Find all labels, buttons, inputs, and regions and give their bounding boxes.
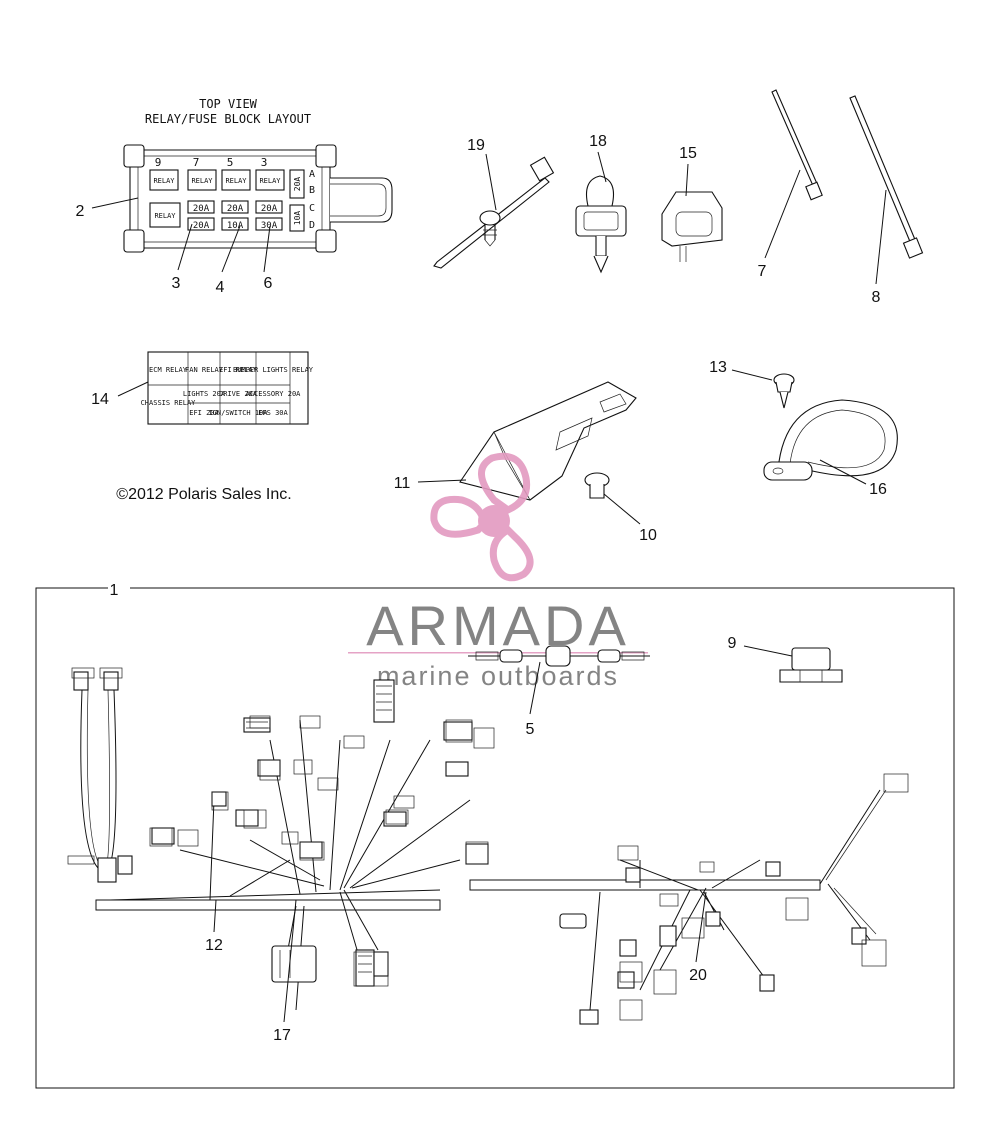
ft-efi-relay: EFI RELAY — [219, 366, 258, 374]
callout-3: 3 — [172, 275, 181, 292]
p-clamp — [763, 399, 898, 481]
ft-eps: EPS 30A — [258, 409, 288, 417]
relay-label-3: RELAY — [225, 177, 247, 185]
fuse-r2-2: 10A — [227, 221, 244, 231]
relay-label-1: RELAY — [153, 177, 175, 185]
ft-ecm: ECM RELAY — [149, 366, 188, 374]
diode-harness — [468, 645, 650, 667]
block-num-5: 5 — [227, 156, 234, 169]
callout-6: 6 — [264, 275, 273, 292]
block-num-3: 3 — [261, 156, 268, 169]
main-harness-left — [67, 671, 471, 1011]
ft-fan: FAN RELAY — [185, 366, 224, 374]
side-fuse-2: 10A — [293, 211, 302, 226]
callout-9: 9 — [728, 635, 737, 652]
block-num-7: 7 — [193, 156, 200, 169]
ft-accessory: ACCESSORY 20A — [246, 390, 302, 398]
push-rivet — [584, 472, 610, 499]
fuse-r2-3: 30A — [261, 221, 278, 231]
conduit-clip — [575, 175, 627, 274]
cable-tie-8 — [849, 95, 924, 259]
callout-13: 13 — [709, 359, 727, 376]
cable-tie-push-mount — [433, 156, 555, 269]
harness-left-connectors — [151, 679, 489, 987]
header-line1: TOP VIEW — [199, 97, 258, 111]
callout-7: 7 — [758, 263, 767, 280]
relay-label-2: RELAY — [191, 177, 213, 185]
ft-ign: IGN/SWITCH 10A — [208, 409, 268, 417]
relay-label-4: RELAY — [259, 177, 281, 185]
relay-label-5: RELAY — [154, 212, 176, 220]
kit-frame — [35, 587, 955, 1089]
side-fuse-1: 20A — [293, 177, 302, 192]
callout-12: 12 — [205, 937, 223, 954]
watermark-tagline: marine outboards — [377, 661, 619, 691]
relay-module — [779, 647, 843, 683]
fuse-r1-3: 20A — [261, 204, 278, 214]
bracket — [459, 381, 637, 501]
harness-tags — [71, 667, 909, 1021]
block-letter-b: B — [309, 185, 315, 196]
screw — [773, 373, 795, 409]
callout-1: 1 — [110, 582, 119, 599]
block-letter-d: D — [309, 220, 315, 231]
callout-16: 16 — [869, 481, 887, 498]
callout-18: 18 — [589, 133, 607, 150]
relay-fuse-block: 9 7 5 3 RELAY RELAY RELAY RELAY RELAY 20… — [123, 144, 393, 253]
block-letter-a: A — [309, 169, 315, 180]
fuse-r1-2: 20A — [227, 204, 244, 214]
callout-4: 4 — [216, 279, 225, 296]
main-harness-right — [469, 789, 887, 1025]
callout-10: 10 — [639, 527, 657, 544]
callout-20: 20 — [689, 967, 707, 984]
header-line2: RELAY/FUSE BLOCK LAYOUT — [145, 112, 311, 126]
watermark-brand: ARMADA — [366, 594, 630, 657]
ft-bumper: BUMPER LIGHTS RELAY — [233, 366, 314, 374]
block-num-9: 9 — [155, 156, 162, 169]
ft-efi: EFI 20A — [189, 409, 219, 417]
callout-15: 15 — [679, 145, 697, 162]
copyright: ©2012 Polaris Sales Inc. — [116, 486, 291, 503]
ft-chassis: CHASSIS RELAY — [141, 399, 197, 407]
callout-2: 2 — [76, 203, 85, 220]
fuse-r1-1: 20A — [193, 204, 210, 214]
callout-8: 8 — [872, 289, 881, 306]
callout-5: 5 — [526, 721, 535, 738]
block-letter-c: C — [309, 203, 315, 214]
fuse-r2-1: 20A — [193, 221, 210, 231]
watermark: ARMADA marine outboards — [348, 452, 648, 691]
fuse-table: ECM RELAY FAN RELAY EFI RELAY BUMPER LIG… — [141, 351, 314, 425]
propeller-logo-icon — [430, 452, 534, 582]
edge-clip — [661, 191, 723, 262]
leader-lines — [91, 151, 887, 1023]
callout-19: 19 — [467, 137, 485, 154]
ft-drive: DRIVE 20A — [219, 390, 258, 398]
callouts: 1 2 3 4 5 6 7 8 9 10 11 12 13 14 15 16 1… — [76, 133, 887, 1044]
cable-tie-7 — [771, 89, 823, 201]
callout-11: 11 — [394, 475, 411, 492]
callout-17: 17 — [273, 1027, 291, 1044]
callout-14: 14 — [91, 391, 109, 408]
ft-lights: LIGHTS 20A — [183, 390, 226, 398]
